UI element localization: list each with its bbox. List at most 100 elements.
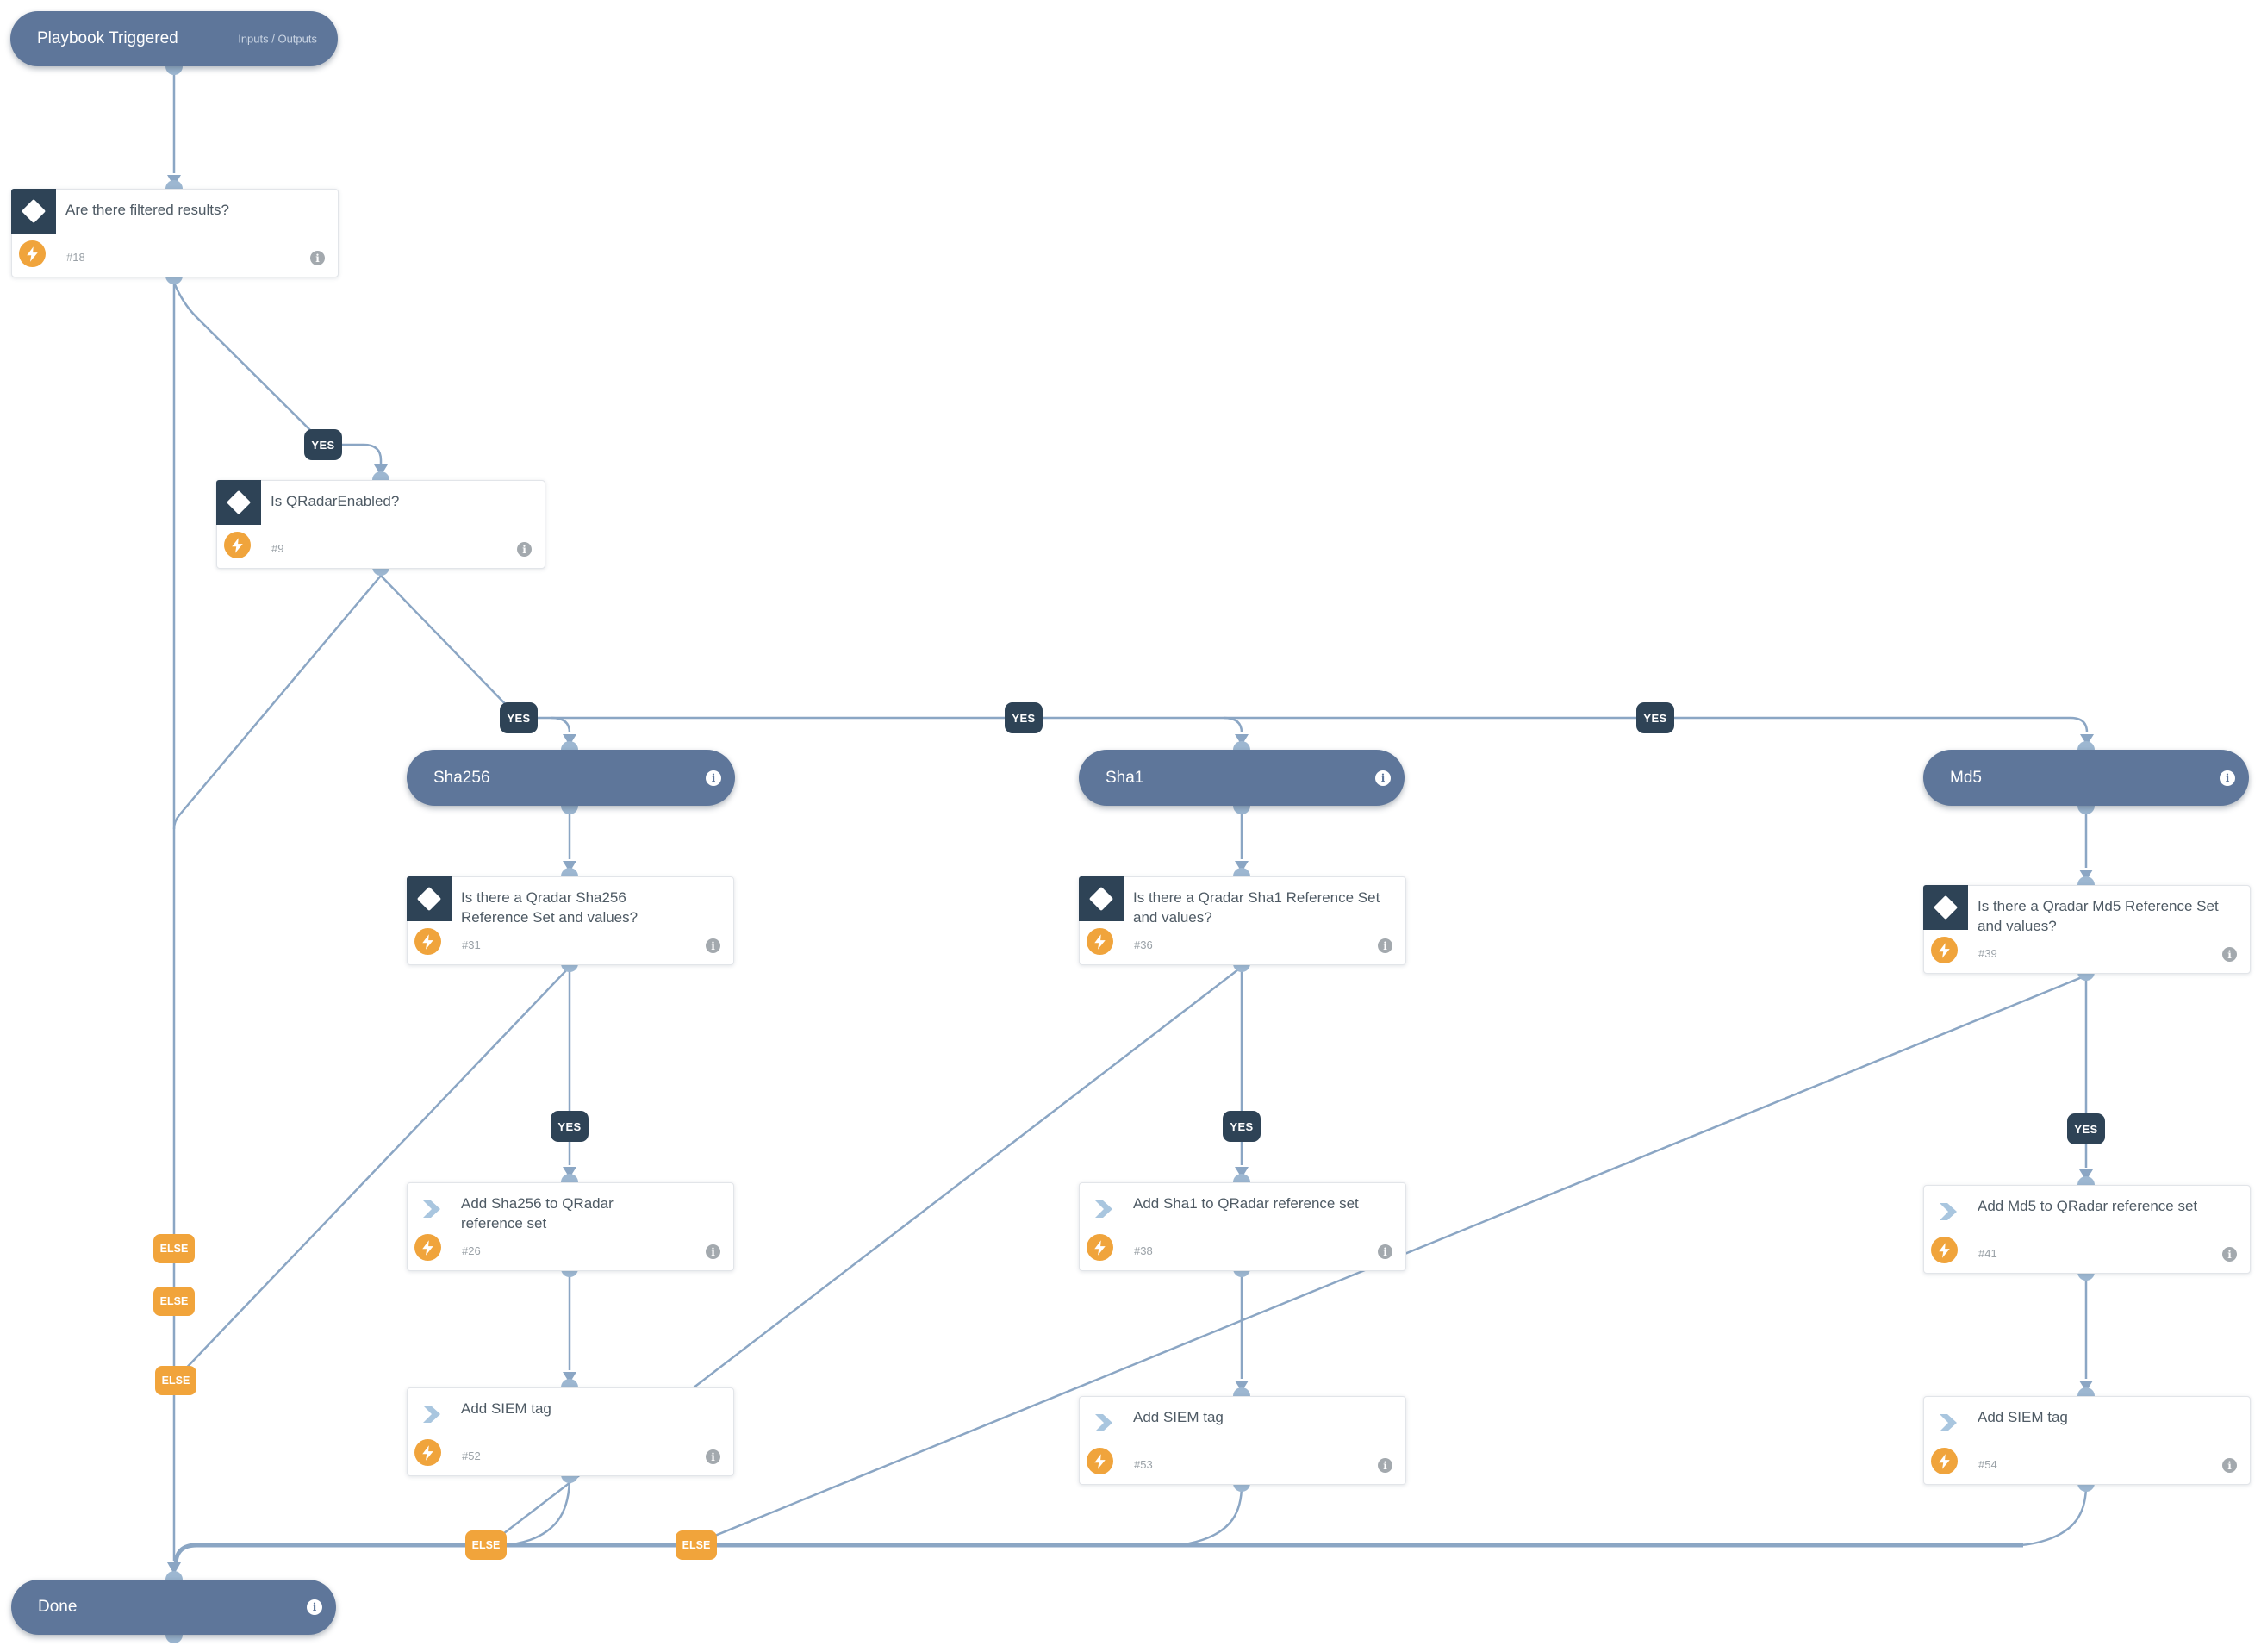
task-title: Add Sha256 to QRadar reference set xyxy=(461,1195,614,1231)
edge-label-else: ELSE xyxy=(465,1530,507,1560)
automation-bolt-icon xyxy=(1931,1237,1958,1263)
task-id: #54 xyxy=(1978,1458,1997,1471)
task-title: Add SIEM tag xyxy=(1978,1409,2068,1425)
info-icon[interactable]: i xyxy=(706,1449,720,1464)
task-chevron-icon xyxy=(423,1406,441,1423)
info-icon[interactable]: i xyxy=(310,251,325,265)
condition-node-are-there-filtered-results[interactable]: Are there filtered results? #18 i xyxy=(11,189,339,277)
info-glyph: i xyxy=(711,939,715,952)
info-glyph: i xyxy=(522,543,526,556)
automation-bolt-icon xyxy=(1931,937,1958,963)
task-id: #38 xyxy=(1134,1244,1153,1257)
task-id: #26 xyxy=(462,1244,481,1257)
info-glyph: i xyxy=(315,252,320,265)
info-icon[interactable]: i xyxy=(517,542,532,557)
info-glyph: i xyxy=(2225,771,2230,784)
info-glyph: i xyxy=(2227,1459,2232,1472)
condition-node-is-qradar-enabled[interactable]: Is QRadarEnabled? #9 i xyxy=(216,480,545,569)
condition-diamond-icon xyxy=(407,876,452,921)
task-title: Add SIEM tag xyxy=(461,1400,551,1417)
task-id: #41 xyxy=(1978,1247,1997,1260)
info-glyph: i xyxy=(1380,771,1386,784)
info-icon[interactable]: i xyxy=(2222,1458,2237,1473)
done-node[interactable]: Done i xyxy=(11,1580,336,1635)
task-chevron-icon xyxy=(1095,1200,1113,1218)
edge-label-yes: YES xyxy=(2067,1113,2105,1144)
section-header-sha1[interactable]: Sha1 i xyxy=(1079,750,1405,806)
edge-label-yes: YES xyxy=(1636,702,1674,733)
info-icon[interactable]: i xyxy=(706,1244,720,1259)
condition-diamond-icon xyxy=(11,189,56,234)
task-title: Add Sha1 to QRadar reference set xyxy=(1133,1195,1359,1212)
info-icon[interactable]: i xyxy=(1378,938,1392,953)
inputs-outputs-link[interactable]: Inputs / Outputs xyxy=(238,32,317,46)
automation-bolt-icon xyxy=(1931,1448,1958,1474)
automation-bolt-icon xyxy=(1087,1234,1113,1261)
task-chevron-icon xyxy=(423,1200,441,1218)
automation-bolt-icon xyxy=(19,240,46,267)
automation-bolt-icon xyxy=(1087,928,1113,955)
node-title: Playbook Triggered xyxy=(37,29,178,47)
condition-diamond-icon xyxy=(1923,885,1968,930)
node-title: Done xyxy=(38,1598,78,1616)
task-id: #53 xyxy=(1134,1458,1153,1471)
edge-label-else: ELSE xyxy=(155,1366,196,1395)
condition-diamond-icon xyxy=(1079,876,1124,921)
info-icon[interactable]: i xyxy=(1378,1244,1392,1259)
info-icon[interactable]: i xyxy=(1378,1458,1392,1473)
task-title: Are there filtered results? xyxy=(65,202,229,218)
task-title: Is QRadarEnabled? xyxy=(271,493,400,509)
info-glyph: i xyxy=(312,1601,317,1613)
automation-bolt-icon xyxy=(1087,1448,1113,1474)
task-node-add-siem-tag-sha1[interactable]: Add SIEM tag #53 i xyxy=(1079,1396,1406,1485)
edge-label-else: ELSE xyxy=(153,1287,195,1316)
node-title: Sha1 xyxy=(1106,768,1144,787)
task-id: #39 xyxy=(1978,947,1997,960)
edge-label-yes: YES xyxy=(500,702,538,733)
info-icon[interactable]: i xyxy=(307,1599,322,1615)
task-node-add-siem-tag-md5[interactable]: Add SIEM tag #54 i xyxy=(1923,1396,2251,1485)
playbook-triggered-node[interactable]: Playbook Triggered Inputs / Outputs xyxy=(10,11,338,66)
info-glyph: i xyxy=(711,771,716,784)
section-header-md5[interactable]: Md5 i xyxy=(1923,750,2249,806)
condition-node-qradar-sha1-reference-set[interactable]: Is there a Qradar Sha1 Reference Set and… xyxy=(1079,876,1406,965)
task-node-add-sha256-to-qradar[interactable]: Add Sha256 to QRadar reference set #26 i xyxy=(407,1182,734,1271)
edge-label-else: ELSE xyxy=(153,1234,195,1263)
info-glyph: i xyxy=(1383,939,1387,952)
task-id: #18 xyxy=(66,251,85,264)
task-chevron-icon xyxy=(1940,1203,1958,1220)
automation-bolt-icon xyxy=(414,1234,441,1261)
info-icon[interactable]: i xyxy=(2220,770,2235,786)
task-node-add-md5-to-qradar[interactable]: Add Md5 to QRadar reference set #41 i xyxy=(1923,1185,2251,1274)
automation-bolt-icon xyxy=(414,1439,441,1466)
task-node-add-sha1-to-qradar[interactable]: Add Sha1 to QRadar reference set #38 i xyxy=(1079,1182,1406,1271)
node-title: Md5 xyxy=(1950,768,1982,787)
info-icon[interactable]: i xyxy=(706,938,720,953)
task-id: #9 xyxy=(271,542,284,555)
condition-node-qradar-md5-reference-set[interactable]: Is there a Qradar Md5 Reference Set and … xyxy=(1923,885,2251,974)
task-title: Is there a Qradar Sha1 Reference Set and… xyxy=(1133,889,1380,926)
edge-label-yes: YES xyxy=(1005,702,1043,733)
task-id: #52 xyxy=(462,1449,481,1462)
task-chevron-icon xyxy=(1095,1414,1113,1431)
task-title: Add Md5 to QRadar reference set xyxy=(1978,1198,2198,1214)
info-icon[interactable]: i xyxy=(706,770,721,786)
condition-diamond-icon xyxy=(216,480,261,525)
info-glyph: i xyxy=(1383,1245,1387,1258)
info-glyph: i xyxy=(2227,1248,2232,1261)
automation-bolt-icon xyxy=(224,532,251,558)
info-icon[interactable]: i xyxy=(1375,770,1391,786)
task-node-add-siem-tag-sha256[interactable]: Add SIEM tag #52 i xyxy=(407,1387,734,1476)
task-chevron-icon xyxy=(1940,1414,1958,1431)
node-title: Sha256 xyxy=(433,768,490,787)
condition-node-qradar-sha256-reference-set[interactable]: Is there a Qradar Sha256 Reference Set a… xyxy=(407,876,734,965)
section-header-sha256[interactable]: Sha256 i xyxy=(407,750,735,806)
task-id: #36 xyxy=(1134,938,1153,951)
info-icon[interactable]: i xyxy=(2222,947,2237,962)
task-title: Is there a Qradar Sha256 Reference Set a… xyxy=(461,889,638,926)
task-title: Is there a Qradar Md5 Reference Set and … xyxy=(1978,898,2219,934)
info-glyph: i xyxy=(1383,1459,1387,1472)
info-icon[interactable]: i xyxy=(2222,1247,2237,1262)
edge-label-else: ELSE xyxy=(676,1530,717,1560)
